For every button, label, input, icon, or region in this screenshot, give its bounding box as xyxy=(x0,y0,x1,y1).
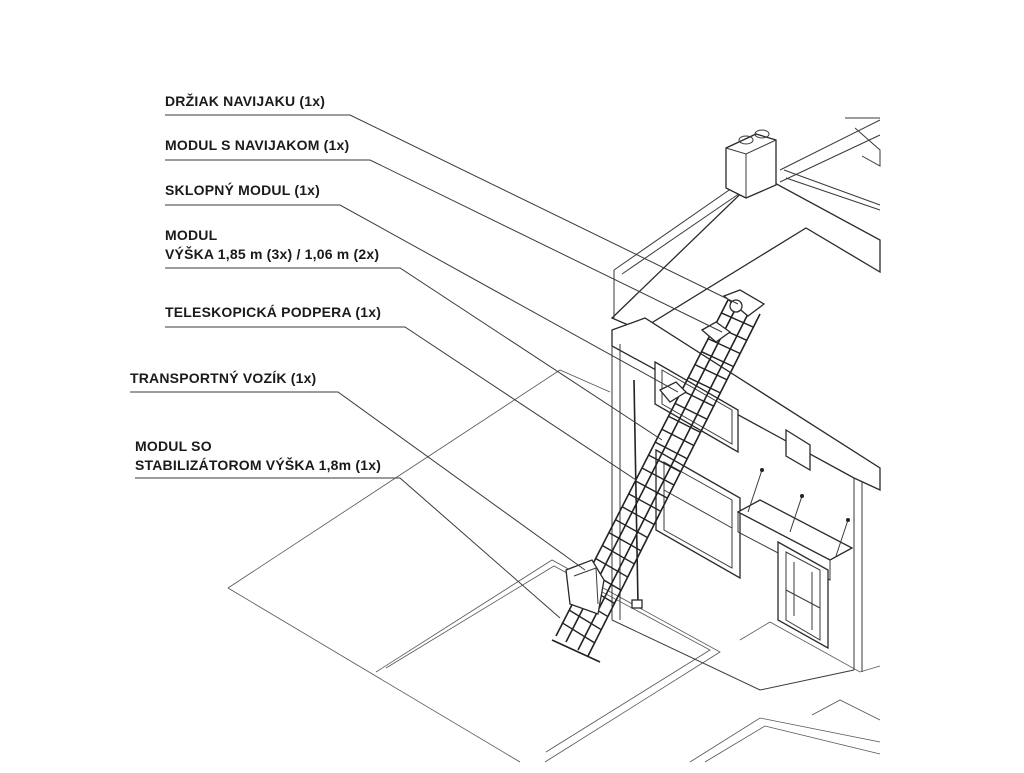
ladder-rung xyxy=(628,493,662,512)
label-winch-holder: DRŽIAK NAVIJAKU (1x) xyxy=(165,93,326,109)
ladder-rung xyxy=(721,312,754,328)
house xyxy=(610,117,881,691)
ladder-rung xyxy=(661,428,695,447)
ladder-rung xyxy=(595,557,629,578)
label-module-line1: MODUL xyxy=(165,227,218,243)
label-stabilizer-line1: MODUL SO xyxy=(135,438,212,454)
ladder-rung xyxy=(601,544,635,565)
ladder-rung xyxy=(674,402,708,420)
ladder-rung xyxy=(688,376,721,394)
telescopic-support xyxy=(631,379,643,609)
label-tilting-module: SKLOPNÝ MODUL (1x) xyxy=(165,182,321,198)
label-winch-module: MODUL S NAVIJAKOM (1x) xyxy=(165,137,350,153)
ladder-rung xyxy=(641,467,675,486)
ladder-rung xyxy=(701,351,734,368)
ladder-rung xyxy=(615,519,648,539)
leader-lines xyxy=(130,114,739,619)
ladder-rung xyxy=(635,480,668,499)
label-transport-trolley: TRANSPORTNÝ VOZÍK (1x) xyxy=(130,370,317,386)
ladder-rung xyxy=(648,454,681,473)
ladder-rung xyxy=(681,389,714,407)
label-telescopic-support: TELESKOPICKÁ PODPERA (1x) xyxy=(165,304,382,320)
ladder-rung xyxy=(668,415,701,434)
ladder-rung xyxy=(694,363,728,381)
label-module-line2: VÝŠKA 1,85 m (3x) / 1,06 m (2x) xyxy=(165,246,380,262)
ladder-rung xyxy=(568,609,602,631)
ladder xyxy=(551,289,766,663)
ladder-rung xyxy=(562,622,595,644)
label-stabilizer-line2: STABILIZÁTOROM VÝŠKA 1,8m (1x) xyxy=(135,457,382,473)
ladder-rung xyxy=(654,441,688,460)
ladder-rung xyxy=(707,338,741,355)
ladder-rung xyxy=(621,506,655,526)
ladder-rung xyxy=(608,532,642,552)
